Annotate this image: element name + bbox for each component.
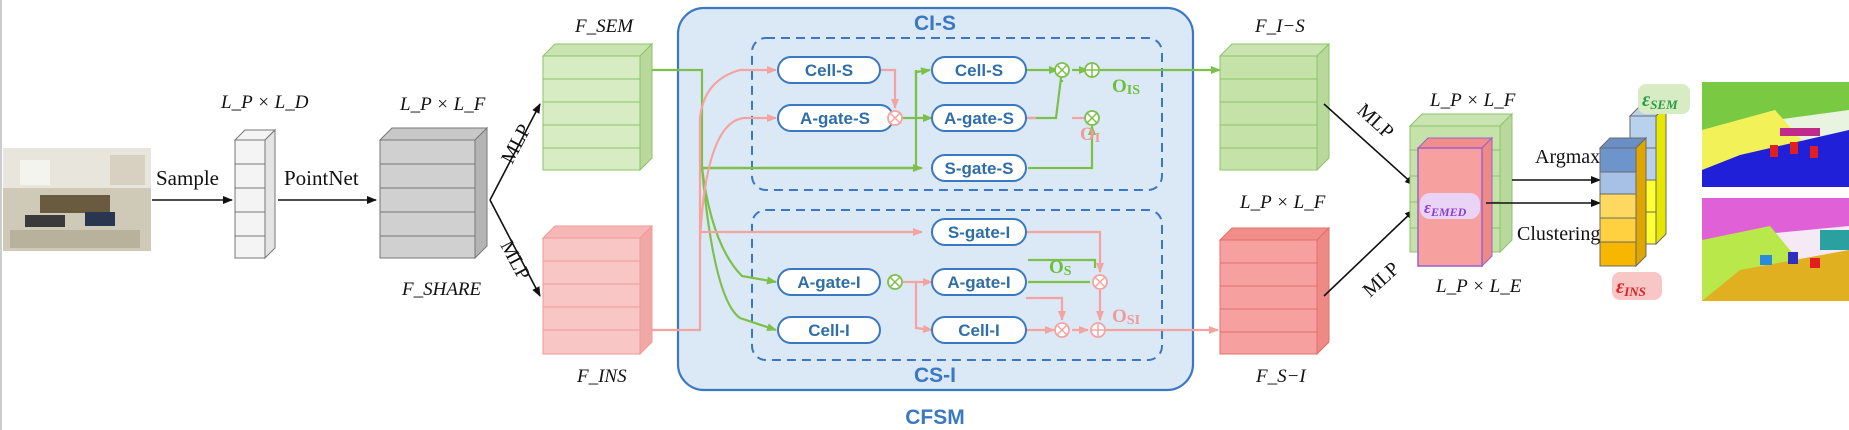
cs-i-pills: S-gate-I A-gate-I A-gate-I Cell-I Cell-I <box>777 218 1027 344</box>
pill-s-gate-s-label: S-gate-S <box>945 159 1014 178</box>
operators <box>887 62 1108 338</box>
pill-cell-i-2-label: Cell-I <box>958 321 1000 340</box>
op-mul-1 <box>887 110 903 126</box>
pill-cell-s-2-label: Cell-S <box>955 61 1003 80</box>
pill-cell-s-1-label: Cell-S <box>805 61 853 80</box>
op-mul-5 <box>1092 274 1108 290</box>
e-ins-stack <box>1598 136 1648 268</box>
cs-i-box <box>751 209 1163 361</box>
pill-a-gate-i-1 <box>777 268 881 296</box>
label-cfsm: CFSM <box>905 406 965 429</box>
ci-s-pills: Cell-S A-gate-S Cell-S A-gate-S S-gate-S <box>777 56 1027 182</box>
label-f-is: F_I−S <box>1254 16 1305 37</box>
label-pointnet: PointNet <box>284 166 359 190</box>
op-mul-4 <box>887 274 903 290</box>
dim-lp-lf-fused: L_P × L_F <box>1429 90 1516 111</box>
pill-a-gate-s-2 <box>931 104 1027 132</box>
instance-result-image <box>1702 198 1849 301</box>
lp-ld-stack <box>233 128 277 260</box>
op-add-1 <box>1084 62 1100 78</box>
pill-cell-s-1 <box>777 56 881 84</box>
dim-lp-lf-mid: L_P × L_F <box>1239 192 1326 213</box>
label-cs-i: CS-I <box>914 364 956 387</box>
pill-a-gate-s-1-label: A-gate-S <box>800 109 870 128</box>
f-sem-stack <box>541 42 654 172</box>
semantic-result-image <box>1702 82 1849 187</box>
input-pointcloud-image <box>3 148 151 251</box>
label-f-si: F_S−I <box>1255 366 1307 387</box>
pill-cell-s-2 <box>931 56 1027 84</box>
dim-lp-le: L_P × L_E <box>1435 276 1522 297</box>
e-ins-badge <box>1612 272 1662 300</box>
label-argmax: Argmax <box>1535 146 1600 168</box>
f-is-stack <box>1218 42 1331 172</box>
pill-a-gate-s-2-label: A-gate-S <box>944 109 1014 128</box>
label-mlp-bottom: MLP <box>496 237 535 284</box>
pill-a-gate-i-2 <box>931 268 1027 296</box>
dim-lp-ld: L_P × L_D <box>220 92 309 113</box>
op-mul-2 <box>1054 62 1070 78</box>
label-mlp-fuse-bottom: MLP <box>1359 258 1404 302</box>
label-f-sem: F_SEM <box>574 16 634 37</box>
pink-wiring <box>652 66 1219 334</box>
e-med-badge <box>1420 193 1480 219</box>
op-add-2 <box>1090 322 1106 338</box>
pill-s-gate-i-label: S-gate-I <box>948 223 1010 242</box>
label-mlp-top: MLP <box>497 121 536 168</box>
dim-lp-lf-share: L_P × L_F <box>399 94 486 115</box>
op-mul-6 <box>1054 322 1070 338</box>
pill-a-gate-i-1-label: A-gate-I <box>797 273 860 292</box>
label-clustering: Clustering <box>1517 223 1600 245</box>
e-sem-badge <box>1638 84 1690 114</box>
arrow-mlp-fuse-bottom <box>1323 209 1415 297</box>
pill-s-gate-i <box>931 218 1027 246</box>
green-wiring-2 <box>903 67 933 122</box>
pill-s-gate-s <box>931 154 1027 182</box>
pill-cell-i-1 <box>777 316 881 344</box>
arrow-mlp-ins <box>489 199 541 297</box>
label-ci-s: CI-S <box>914 12 956 35</box>
f-share-stack <box>378 126 489 260</box>
label-f-ins: F_INS <box>576 366 627 387</box>
label-sample: Sample <box>156 166 219 190</box>
pill-cell-i-1-label: Cell-I <box>808 321 850 340</box>
label-f-share: F_SHARE <box>401 279 482 300</box>
ci-s-box <box>751 37 1163 191</box>
pill-cell-i-2 <box>931 316 1027 344</box>
arrow-mlp-fuse-top <box>1323 103 1415 186</box>
op-mul-3 <box>1084 110 1100 126</box>
f-si-stack <box>1218 226 1331 356</box>
f-ins-stack <box>541 224 654 356</box>
pill-a-gate-i-2-label: A-gate-I <box>947 273 1010 292</box>
arrow-mlp-sem <box>489 103 541 201</box>
